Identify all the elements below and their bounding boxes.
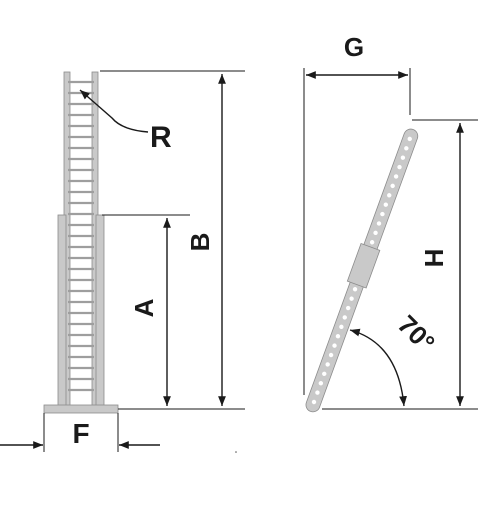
label-b: B [185,233,215,252]
ladder-hole [335,334,341,339]
ladder-hole [318,381,324,386]
ladder-holes [311,136,412,405]
label-angle: 70° [392,309,441,358]
dimension-b: B [100,70,245,406]
lower-left-rail [57,214,67,411]
ladder-hole [373,230,378,236]
ladder-hole [380,211,385,217]
r-indicator: R [79,89,172,154]
lower-right-rail [95,214,105,411]
ladder-rungs [68,80,94,392]
leaning-ladder-lock [346,243,381,289]
ladder-hole [339,324,344,330]
ladder-hole [315,390,320,395]
dimension-g: G [303,32,411,395]
ladder-hole [393,174,399,179]
ladder-hole [325,362,330,367]
ladder-hole [390,183,395,189]
ladder-hole [369,240,375,245]
label-f: F [72,418,89,449]
label-h: H [419,249,449,268]
ladder-hole [397,164,402,170]
ladder-hole [352,287,358,292]
leaning-ladder [305,128,419,413]
label-g: G [344,32,364,62]
ladder-hole [383,202,389,207]
ladder-hole [346,305,351,311]
ladder-foot [43,404,119,414]
ladder-hole [404,146,409,151]
label-r: R [150,121,172,154]
ladder-hole [387,193,392,198]
ladder-hole [400,155,406,160]
stray-dot [235,451,237,453]
ladder-hole [407,136,412,142]
ladder-hole [376,221,382,226]
dimension-f: F [0,413,160,452]
dimension-h: H [412,119,478,406]
label-a: A [129,298,159,317]
ladder-hole [311,399,317,405]
dimension-a: A [102,214,190,406]
ladder-hole [332,343,337,348]
ladder-hole [322,371,327,377]
extended-ladder [43,71,119,414]
ladder-hole [342,315,347,320]
ladder-hole [349,296,354,301]
angle-indicator: 70° [349,309,441,407]
ladder-hole [328,352,334,358]
